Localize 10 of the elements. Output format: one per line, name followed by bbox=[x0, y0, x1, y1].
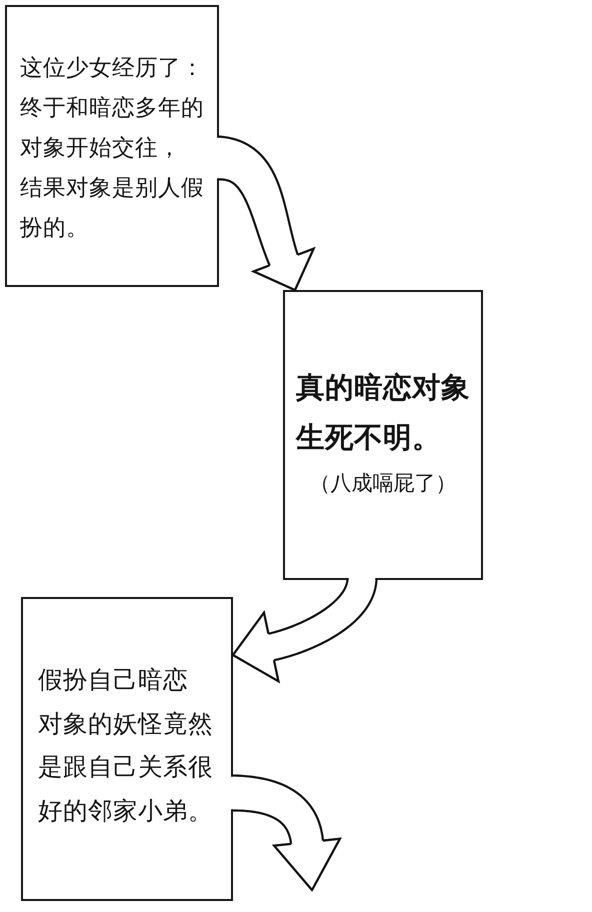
curved-arrow bbox=[230, 774, 342, 892]
narration-panel bbox=[283, 290, 483, 580]
curved-arrow bbox=[216, 135, 316, 292]
narration-panel bbox=[5, 5, 219, 287]
narration-text: 这位少女经历了：终于和暗恋多年的对象开始交往，结果对象是别人假扮的。 bbox=[20, 54, 205, 243]
narration-text: 假扮自己暗恋对象的妖怪竟然是跟自己关系很好的邻家小弟。 bbox=[38, 664, 214, 826]
narration-panel bbox=[21, 597, 233, 901]
curved-arrow bbox=[232, 576, 378, 684]
aside-text: （八成嗝屁了） bbox=[310, 470, 456, 497]
narration-text: 真的暗恋对象生死不明。 bbox=[296, 369, 471, 456]
